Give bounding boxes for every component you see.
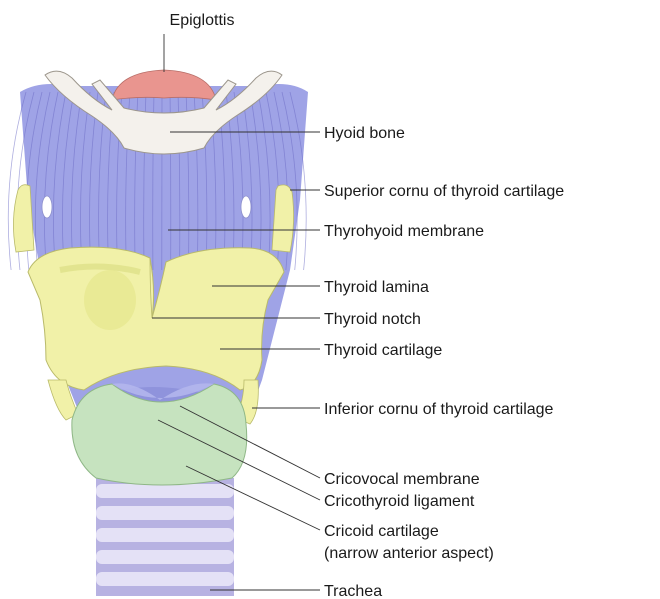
label-thyroid-cartilage: Thyroid cartilage [324,342,442,359]
label-hyoid-bone: Hyoid bone [324,125,405,142]
label-cricovocal-membrane: Cricovocal membrane [324,471,480,488]
label-cricoid-cartilage: Cricoid cartilage [324,523,439,540]
label-thyroid-lamina: Thyroid lamina [324,279,429,296]
label-thyroid-notch: Thyroid notch [324,311,421,328]
trachea [96,478,234,596]
label-cricothyroid-ligament: Cricothyroid ligament [324,493,475,510]
epiglottis [112,70,216,100]
label-thyrohyoid-membrane: Thyrohyoid membrane [324,223,484,240]
label-cricoid-cartilage-note: (narrow anterior aspect) [324,545,494,562]
label-epiglottis: Epiglottis [170,12,235,29]
label-superior-cornu: Superior cornu of thyroid cartilage [324,183,564,200]
label-trachea: Trachea [324,583,382,599]
label-inferior-cornu: Inferior cornu of thyroid cartilage [324,401,554,418]
